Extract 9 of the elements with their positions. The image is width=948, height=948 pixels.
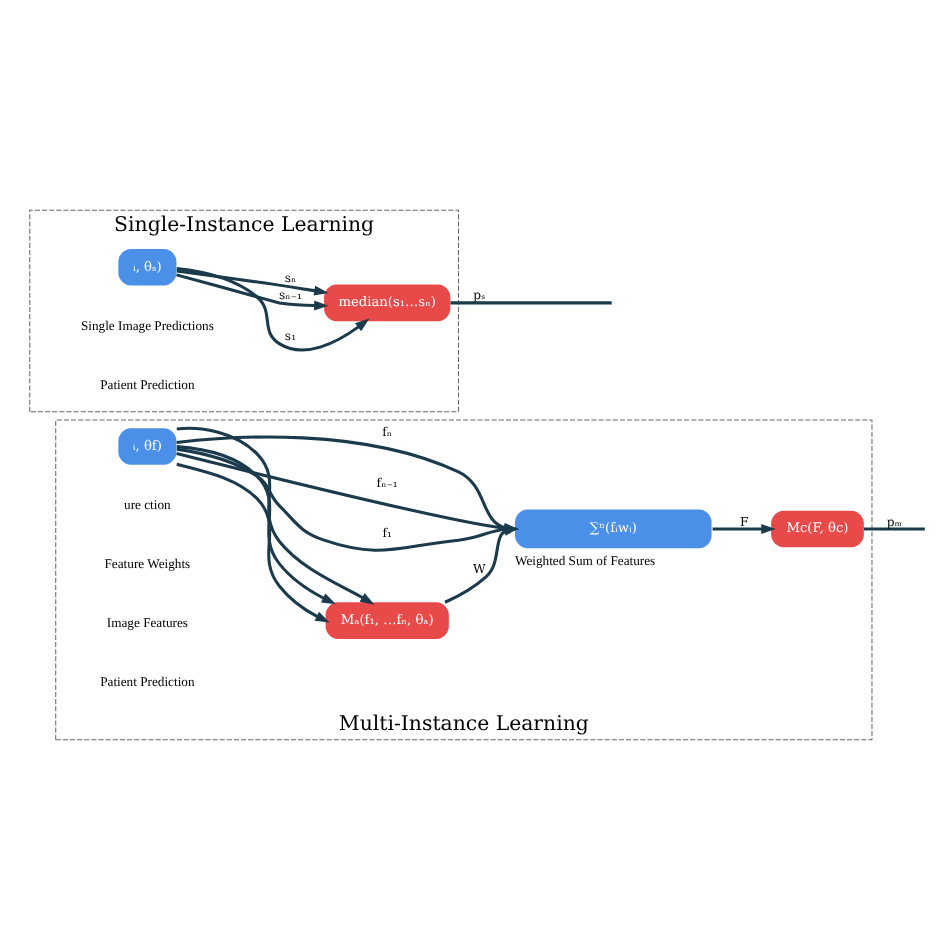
- arrow: [176, 266, 370, 351]
- arrow: [176, 272, 329, 310]
- connector: [863, 526, 925, 530]
- arrow: [176, 425, 375, 604]
- arrow: [176, 461, 330, 622]
- arrow: [176, 444, 337, 604]
- arrow: [176, 268, 329, 295]
- connector: [450, 300, 612, 304]
- arrow: [712, 522, 776, 533]
